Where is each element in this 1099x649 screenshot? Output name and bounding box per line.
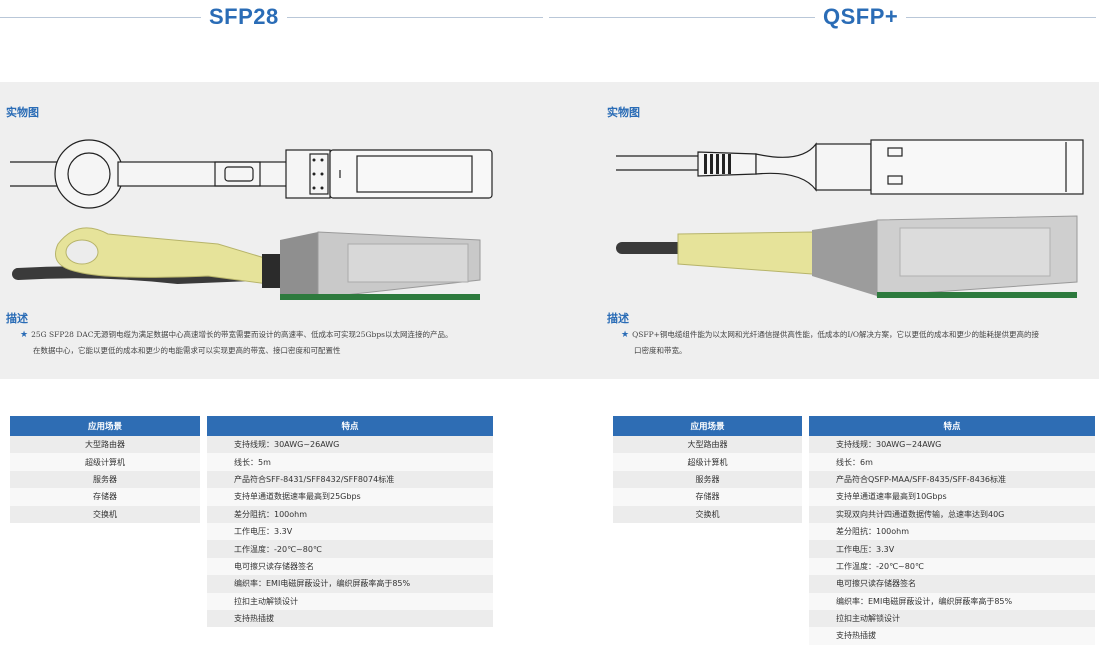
left-desc-line2: 在数据中心，它能以更低的成本和更少的电能需求可以实现更高的带宽、接口密度和可配置… (33, 346, 341, 355)
right-desc-line1: QSFP+铜电缆组件能为以太网和光纤通信提供高性能，低成本的I/O解决方案，它以… (632, 330, 1040, 339)
right-app-column: 应用场景 大型路由器 超级计算机 服务器 存储器 交换机 (613, 416, 802, 523)
right-desc-label: 描述 (607, 312, 629, 325)
star-icon: ★ (621, 330, 630, 340)
table-row: 实现双向共计四通道数据传输，总速率达到40G (809, 505, 1095, 523)
table-row: 拉扣主动解锁设计 (809, 609, 1095, 628)
table-row: 工作电压：3.3V (207, 522, 493, 541)
table-row: 线长：5m (207, 453, 493, 471)
left-product-title: SFP28 (209, 4, 279, 29)
table-row: 存储器 (613, 488, 802, 506)
left-app-header: 应用场景 (10, 416, 200, 436)
table-row: 编织率：EMI电磁屏蔽设计，编织屏蔽率高于85% (809, 592, 1095, 610)
left-app-column: 应用场景 大型路由器 超级计算机 服务器 存储器 交换机 (10, 416, 200, 523)
left-panel: 实物图 (0, 82, 549, 379)
qsfp-photo (616, 215, 1078, 298)
table-row: 交换机 (10, 505, 200, 523)
table-row: 线长：6m (809, 453, 1095, 471)
right-feature-column: 特点 支持线规：30AWG~24AWG 线长：6m 产品符合QSFP-MAA/S… (809, 416, 1095, 645)
table-row: 支持线规：30AWG~26AWG (207, 436, 493, 454)
table-row: 支持单通道速率最高到10Gbps (809, 488, 1095, 506)
right-product-title: QSFP+ (823, 4, 899, 29)
table-row: 工作温度：-20℃~80℃ (809, 557, 1095, 576)
left-feature-header: 特点 (207, 416, 493, 436)
table-row: 编织率：EMI电磁屏蔽设计，编织屏蔽率高于85% (207, 575, 493, 593)
left-photo-label: 实物图 (6, 106, 39, 119)
sfp28-photo (12, 227, 481, 300)
table-row: 产品符合QSFP-MAA/SFF-8435/SFF-8436标准 (809, 470, 1095, 489)
left-title-line-right (286, 16, 543, 18)
table-row: 差分阻抗：100ohm (207, 505, 493, 523)
table-row: 支持线规：30AWG~24AWG (809, 436, 1095, 454)
table-row: 支持热插拔 (207, 609, 493, 628)
right-title-bar: QSFP+ (549, 0, 1099, 34)
table-row: 支持单通道数据速率最高到25Gbps (207, 488, 493, 506)
left-title-bar: SFP28 (0, 0, 549, 34)
left-desc-line1: 25G SFP28 DAC无源铜电缆为满足数据中心高速增长的带宽需要而设计的高速… (31, 330, 453, 339)
table-row: 差分阻抗：100ohm (809, 522, 1095, 541)
right-feature-header: 特点 (809, 416, 1095, 436)
right-desc-line2: 口密度和带宽。 (634, 346, 687, 355)
table-row: 超级计算机 (10, 453, 200, 471)
star-icon: ★ (20, 330, 29, 340)
table-row: 产品符合SFF-8431/SFF8432/SFF8074标准 (207, 470, 493, 489)
table-row: 服务器 (613, 470, 802, 489)
left-title-line (0, 16, 201, 18)
right-title-line (549, 16, 815, 18)
right-description: ★QSFP+铜电缆组件能为以太网和光纤通信提供高性能，低成本的I/O解决方案，它… (621, 327, 1099, 359)
table-row: 拉扣主动解锁设计 (207, 592, 493, 610)
table-row: 支持热插拔 (809, 627, 1095, 645)
table-row: 服务器 (10, 470, 200, 489)
left-description: ★25G SFP28 DAC无源铜电缆为满足数据中心高速增长的带宽需要而设计的高… (20, 327, 530, 359)
table-row: 电可擦只读存储器签名 (207, 557, 493, 576)
right-panel: 实物图 (549, 82, 1099, 379)
table-row: 工作电压：3.3V (809, 540, 1095, 558)
right-photo-label: 实物图 (607, 106, 640, 119)
table-row: 大型路由器 (613, 436, 802, 454)
table-row: 工作温度：-20℃~80℃ (207, 540, 493, 558)
table-row: 大型路由器 (10, 436, 200, 454)
table-row: 超级计算机 (613, 453, 802, 471)
left-desc-label: 描述 (6, 312, 28, 325)
table-row: 存储器 (10, 488, 200, 506)
left-feature-column: 特点 支持线规：30AWG~26AWG 线长：5m 产品符合SFF-8431/S… (207, 416, 493, 628)
qsfp-drawing (616, 139, 1084, 195)
right-app-header: 应用场景 (613, 416, 802, 436)
right-title-line-right (906, 16, 1097, 18)
table-row: 电可擦只读存储器签名 (809, 575, 1095, 593)
sfp28-drawing (10, 139, 493, 209)
product-band: 实物图 (0, 82, 1099, 379)
table-row: 交换机 (613, 505, 802, 523)
